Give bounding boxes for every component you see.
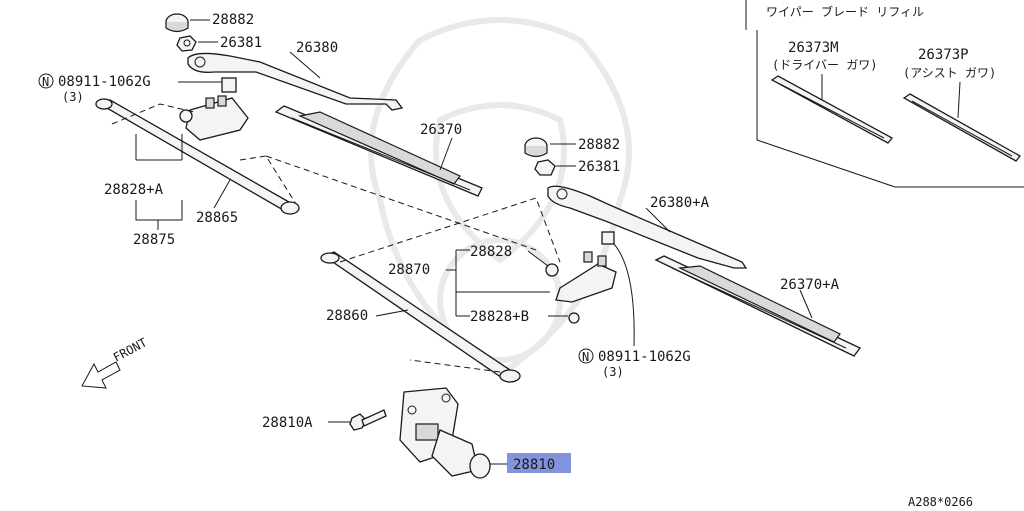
cap-28882-top — [165, 13, 189, 33]
refill-box: ワイパー ブレード リフィル 26373M (ドライバー ガワ) 26373P … — [745, 0, 1024, 188]
label-28882-top[interactable]: 28882 — [212, 12, 254, 28]
wiper-motor-28810 — [399, 387, 491, 479]
label-28865[interactable]: 28865 — [196, 210, 238, 226]
wiper-arm-26380a — [547, 185, 748, 269]
label-28810[interactable]: 28810 — [513, 457, 555, 473]
link-rod-28860 — [320, 251, 521, 383]
nut-26381-mid — [534, 159, 556, 176]
label-28875[interactable]: 28875 — [133, 232, 175, 248]
label-driver-side: (ドライバー ガワ) — [772, 58, 877, 72]
label-assist-side: (アシスト ガワ) — [903, 66, 996, 80]
n-mark-top: N — [42, 75, 49, 89]
label-26381-mid[interactable]: 26381 — [578, 159, 620, 175]
wiper-arm-26380 — [187, 52, 404, 111]
label-08911-top[interactable]: 08911-1062G — [58, 74, 151, 90]
label-26373m[interactable]: 26373M — [788, 40, 839, 56]
refill-driver-shape — [770, 75, 893, 144]
nut-26381-top — [176, 35, 197, 52]
label-28882-mid[interactable]: 28882 — [578, 137, 620, 153]
n-mark-bot: N — [582, 350, 589, 364]
label-28828[interactable]: 28828 — [470, 244, 512, 260]
pivot-assembly-mid — [545, 231, 617, 324]
link-rod-28865 — [95, 98, 300, 215]
cap-28882-mid — [524, 137, 548, 158]
pivot-assembly-top — [179, 77, 249, 141]
label-28810a[interactable]: 28810A — [262, 415, 313, 431]
label-28828a[interactable]: 28828+A — [104, 182, 164, 198]
label-28860[interactable]: 28860 — [326, 308, 368, 324]
refill-box-title: ワイパー ブレード リフィル — [766, 4, 924, 19]
label-26380[interactable]: 26380 — [296, 40, 338, 56]
label-26370a[interactable]: 26370+A — [780, 277, 840, 293]
label-08911-bot[interactable]: 08911-1062G — [598, 349, 691, 365]
bolt-28810a — [349, 409, 387, 431]
refill-assist-shape — [902, 93, 1021, 162]
label-26381-top[interactable]: 26381 — [220, 35, 262, 51]
label-front: FRONT — [111, 335, 149, 364]
front-arrow-icon — [81, 361, 121, 389]
label-26370[interactable]: 26370 — [420, 122, 462, 138]
label-08911-bot-qty: (3) — [602, 365, 624, 379]
diagram-id: A288*0266 — [908, 495, 973, 509]
label-28870[interactable]: 28870 — [388, 262, 430, 278]
label-26380a[interactable]: 26380+A — [650, 195, 710, 211]
label-26373p[interactable]: 26373P — [918, 47, 969, 63]
wiper-blade-26370 — [274, 105, 483, 197]
highlight-28810[interactable] — [507, 453, 571, 473]
label-08911-top-qty: (3) — [62, 90, 84, 104]
label-28828b[interactable]: 28828+B — [470, 309, 529, 325]
wiper-blade-26370a — [654, 255, 861, 357]
